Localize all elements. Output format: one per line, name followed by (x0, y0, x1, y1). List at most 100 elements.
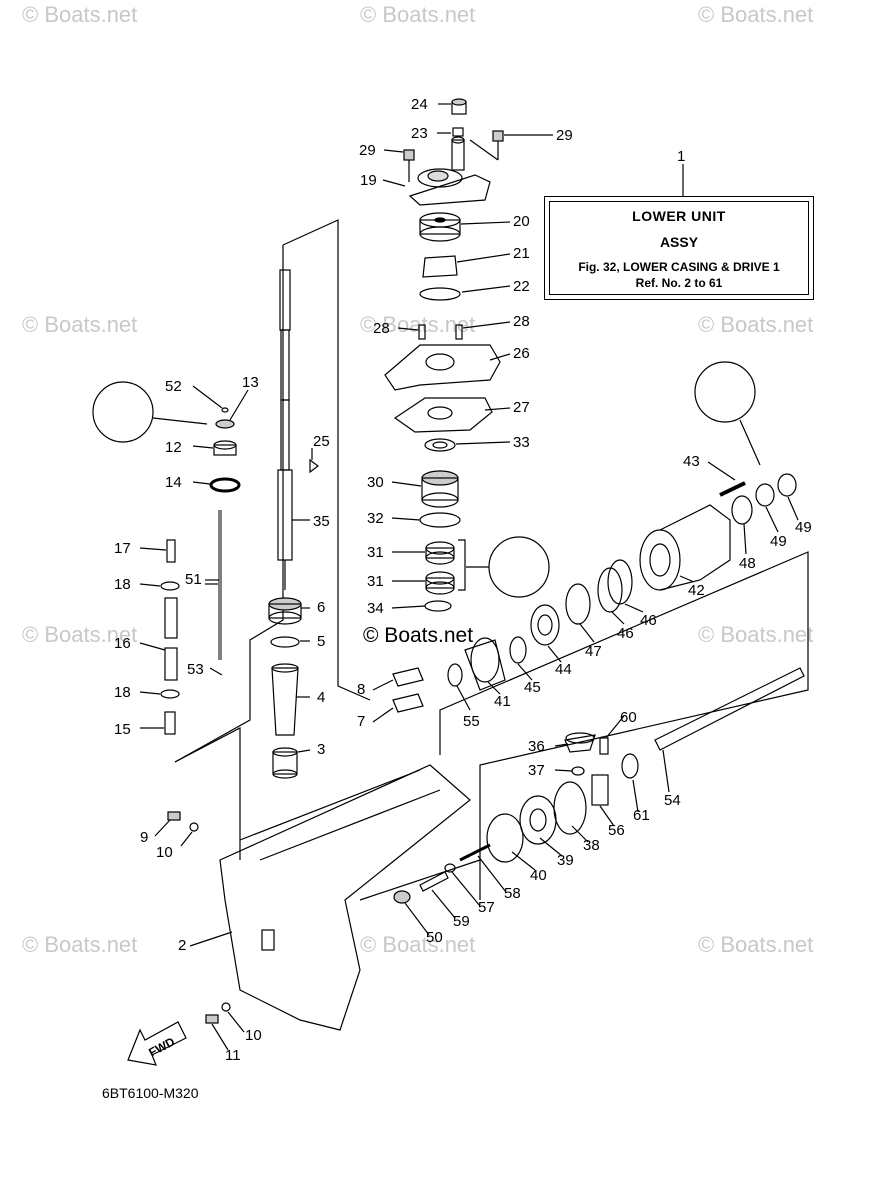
info-line-4: Ref. No. 2 to 61 (635, 276, 723, 290)
callout-label: 15 (114, 721, 131, 738)
callout-label: 33 (513, 434, 530, 451)
callout-label: 50 (426, 929, 443, 946)
assembly-info-box-inner: LOWER UNIT ASSY Fig. 32, LOWER CASING & … (549, 201, 809, 295)
callout-label: 49 (770, 533, 787, 550)
center-copyright: © Boats.net (363, 624, 474, 647)
callout-label: 61 (633, 807, 650, 824)
callout-label: 22 (513, 278, 530, 295)
callout-label: 18 (114, 684, 131, 701)
callout-label: 54 (664, 792, 681, 809)
watermark: © Boats.net (22, 2, 138, 27)
callout-label: 5 (317, 633, 326, 650)
callout-label: 49 (795, 519, 812, 536)
group-frame (282, 219, 371, 701)
callout-label: 1 (677, 148, 686, 165)
assembly-info-box: LOWER UNIT ASSY Fig. 32, LOWER CASING & … (544, 196, 814, 300)
watermark: © Boats.net (22, 312, 138, 337)
callout-label: 12 (165, 439, 182, 456)
callout-label: 2 (178, 937, 187, 954)
watermark: © Boats.net (698, 932, 814, 957)
outer-plate (384, 344, 501, 391)
figure-code: 6BT6100-M320 (102, 1085, 199, 1101)
callout-label: 28 (513, 313, 530, 330)
fwd-arrow (127, 1021, 187, 1066)
callout-label: 60 (620, 709, 637, 726)
callout-label: 56 (608, 822, 625, 839)
group-frame (359, 859, 481, 901)
callout-label: 46 (640, 612, 657, 629)
callout-label: 31 (367, 544, 384, 561)
info-line-1: LOWER UNIT (632, 208, 726, 224)
pin (455, 324, 463, 340)
callout-label: 27 (513, 399, 530, 416)
callout-label: 29 (359, 142, 376, 159)
callout-label: 45 (524, 679, 541, 696)
callout-label: 16 (114, 635, 131, 652)
propeller-housing (639, 504, 731, 591)
gasket (393, 397, 493, 433)
callout-label: 35 (313, 513, 330, 530)
pump-housing (403, 98, 504, 206)
callout-label: 46 (617, 625, 634, 642)
callout-label: 52 (165, 378, 182, 395)
callout-label: 48 (739, 555, 756, 572)
callout-label: 10 (245, 1027, 262, 1044)
callout-label: 32 (367, 510, 384, 527)
callout-label: 23 (411, 125, 428, 142)
drive-shaft (277, 269, 293, 590)
callout-label: 51 (185, 571, 202, 588)
callout-label: 37 (528, 762, 545, 779)
callout-label: 20 (513, 213, 530, 230)
callout-label: 4 (317, 689, 326, 706)
group-frame (174, 727, 241, 860)
callout-label: 7 (357, 713, 366, 730)
callout-label: 14 (165, 474, 182, 491)
watermark: © Boats.net (698, 2, 814, 27)
callout-label: 57 (478, 899, 495, 916)
callout-label: 40 (530, 867, 547, 884)
watermark: © Boats.net (698, 622, 814, 647)
watermark: © Boats.net (360, 2, 476, 27)
callout-label: 41 (494, 693, 511, 710)
watermark: © Boats.net (22, 622, 138, 647)
callout-label: 28 (373, 320, 390, 337)
impeller-stack (419, 212, 461, 301)
callout-label: 9 (140, 829, 149, 846)
callout-label: 29 (556, 127, 573, 144)
callout-label: 36 (528, 738, 545, 755)
callout-label: 39 (557, 852, 574, 869)
callout-label: 18 (114, 576, 131, 593)
watermark: © Boats.net (698, 312, 814, 337)
group-frame (439, 551, 809, 900)
callout-label: 34 (367, 600, 384, 617)
watermark: © Boats.net (22, 932, 138, 957)
callout-label: 19 (360, 172, 377, 189)
callout-label: 47 (585, 643, 602, 660)
callout-label: 59 (453, 913, 470, 930)
callout-label: 3 (317, 741, 326, 758)
callout-label: 43 (683, 453, 700, 470)
pin (418, 324, 426, 340)
callout-label: 10 (156, 844, 173, 861)
callout-label: 53 (187, 661, 204, 678)
callout-label: 30 (367, 474, 384, 491)
callout-label: 38 (583, 837, 600, 854)
callout-label: 55 (463, 713, 480, 730)
lower-casing (219, 764, 471, 1031)
callout-label: 42 (688, 582, 705, 599)
callout-label: 6 (317, 599, 326, 616)
callout-label: 44 (555, 661, 572, 678)
info-line-3: Fig. 32, LOWER CASING & DRIVE 1 (578, 260, 780, 274)
callout-label: 8 (357, 681, 366, 698)
info-line-2: ASSY (659, 234, 699, 250)
callout-label: 31 (367, 573, 384, 590)
callout-label: 13 (242, 374, 259, 391)
callout-label: 21 (513, 245, 530, 262)
group-frame (174, 245, 284, 763)
watermark: © Boats.net (360, 932, 476, 957)
callout-label: 11 (225, 1047, 241, 1064)
propeller-shaft (654, 667, 805, 751)
callout-label: 25 (313, 433, 330, 450)
callout-label: 58 (504, 885, 521, 902)
